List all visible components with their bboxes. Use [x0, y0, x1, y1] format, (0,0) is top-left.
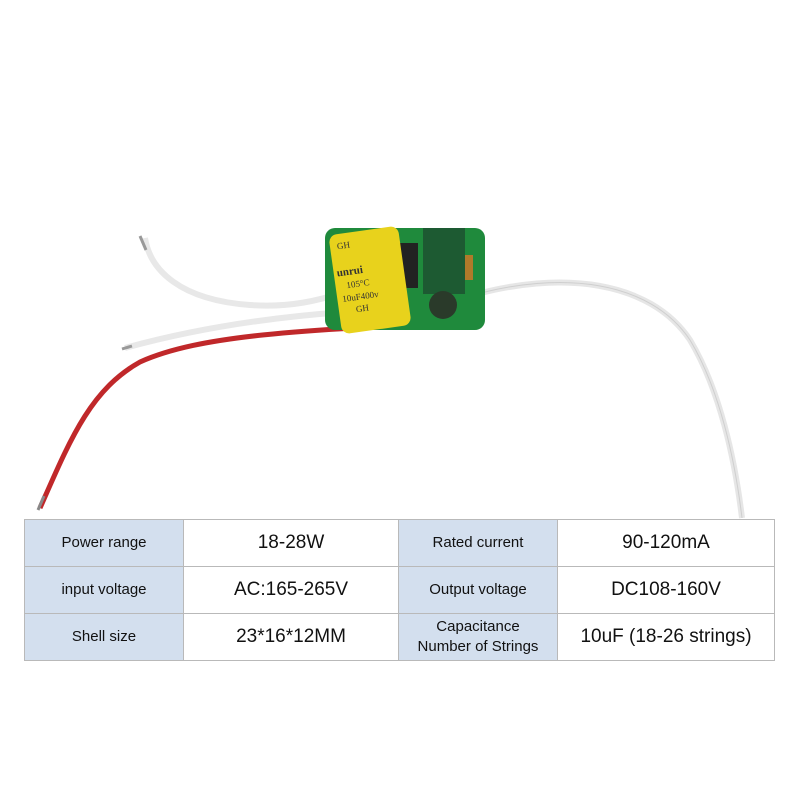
spec-value: 10uF (18-26 strings) [557, 613, 775, 661]
spec-value: 23*16*12MM [183, 613, 399, 661]
spec-value: 18-28W [183, 519, 399, 567]
svg-text:unrui: unrui [336, 264, 364, 280]
led-driver-product-photo: GH unrui 105°C 10uF400v GH [36, 226, 745, 519]
spec-label-line: Number of Strings [417, 638, 539, 655]
table-row: Power range 18-28W Rated current 90-120m… [24, 519, 775, 567]
white-wire-right [469, 279, 745, 519]
white-wire-left-top [142, 237, 346, 309]
spec-label: Output voltage [398, 566, 558, 614]
spec-value: 90-120mA [557, 519, 775, 567]
spec-label: Shell size [24, 613, 184, 661]
white-wire-left-bottom [124, 309, 346, 351]
svg-text:GH: GH [336, 239, 351, 251]
spec-label: Rated current [398, 519, 558, 567]
transformer [423, 228, 465, 294]
capacitor: GH unrui 105°C 10uF400v GH [329, 226, 411, 334]
spec-label-multiline: Capacitance Number of Strings [398, 613, 558, 661]
svg-text:105°C: 105°C [346, 277, 370, 290]
spec-value: AC:165-265V [183, 566, 399, 614]
spec-value: DC108-160V [557, 566, 775, 614]
spec-label: Power range [24, 519, 184, 567]
spec-label-line: Capacitance [436, 618, 520, 635]
svg-text:GH: GH [355, 302, 370, 314]
spec-table: Power range 18-28W Rated current 90-120m… [24, 519, 775, 661]
table-row: Shell size 23*16*12MM Capacitance Number… [24, 613, 775, 661]
red-wire [37, 319, 471, 510]
table-row: input voltage AC:165-265V Output voltage… [24, 566, 775, 614]
spec-label: input voltage [24, 566, 184, 614]
